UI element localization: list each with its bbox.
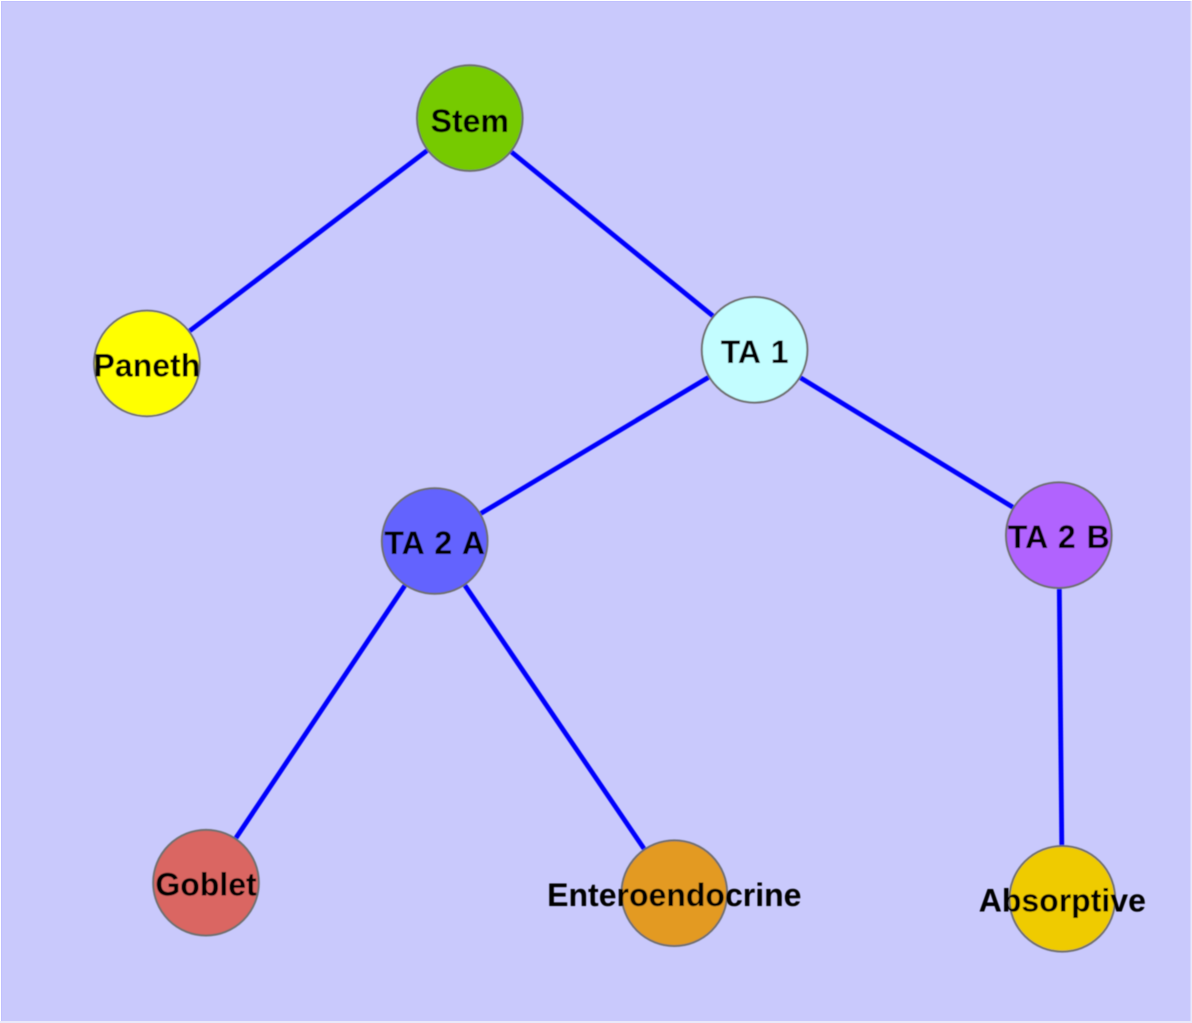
svg-text:TA 2 A: TA 2 A [384, 525, 485, 561]
svg-text:TA 1: TA 1 [721, 334, 789, 370]
svg-text:Enteroendocrine: Enteroendocrine [547, 877, 801, 913]
svg-text:Goblet: Goblet [155, 867, 257, 903]
svg-text:TA 2 B: TA 2 B [1008, 519, 1110, 555]
svg-text:Stem: Stem [431, 103, 509, 139]
svg-text:Paneth: Paneth [94, 347, 201, 383]
svg-text:Absorptive: Absorptive [979, 882, 1146, 918]
